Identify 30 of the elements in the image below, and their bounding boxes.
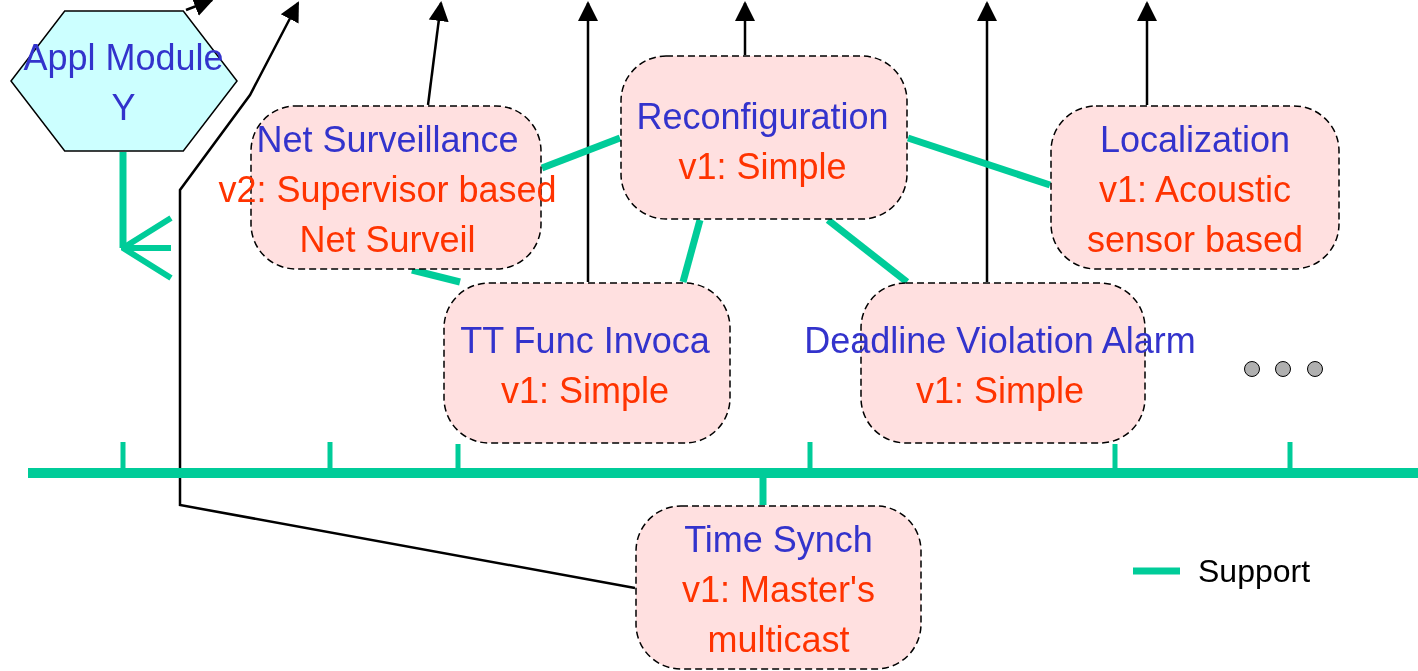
version-text: v2: Supervisor based Net Surveil: [217, 168, 558, 262]
module-name: Appl Module Y: [22, 36, 225, 130]
component-name: Time Synch: [684, 518, 873, 562]
version-text: v1: Simple: [914, 369, 1086, 413]
version-text: v1: Simple: [677, 145, 848, 189]
arrow: [185, 0, 214, 16]
component-name: Reconfiguration: [636, 95, 889, 139]
component-box: [635, 505, 922, 670]
legend-label: Support: [1198, 552, 1311, 591]
support-line: [679, 219, 704, 283]
arrow: [178, 1, 636, 590]
arrow: [977, 1, 997, 282]
support-line: [119, 152, 174, 281]
component-box: [1050, 105, 1340, 270]
arrow: [426, 1, 449, 106]
version-text: v1: Acoustic sensor based: [1085, 168, 1305, 262]
support-line: [1112, 444, 1118, 468]
component-name: Net Surveillance: [256, 118, 519, 162]
support-line: [455, 444, 461, 468]
component-name: TT Func Invoca: [460, 319, 710, 363]
component-name: Deadline Violation Alarm: [804, 319, 1196, 363]
version-text: v1: Master's multicast: [681, 568, 876, 662]
arrow: [735, 1, 755, 55]
support-bus-bar: [28, 468, 1418, 478]
version-text: v1: Simple: [499, 369, 671, 413]
arrow: [1137, 1, 1157, 105]
component-name: Localization: [1099, 118, 1291, 162]
arrow: [578, 1, 598, 282]
support-line: [759, 478, 767, 505]
support-line: [411, 266, 461, 286]
